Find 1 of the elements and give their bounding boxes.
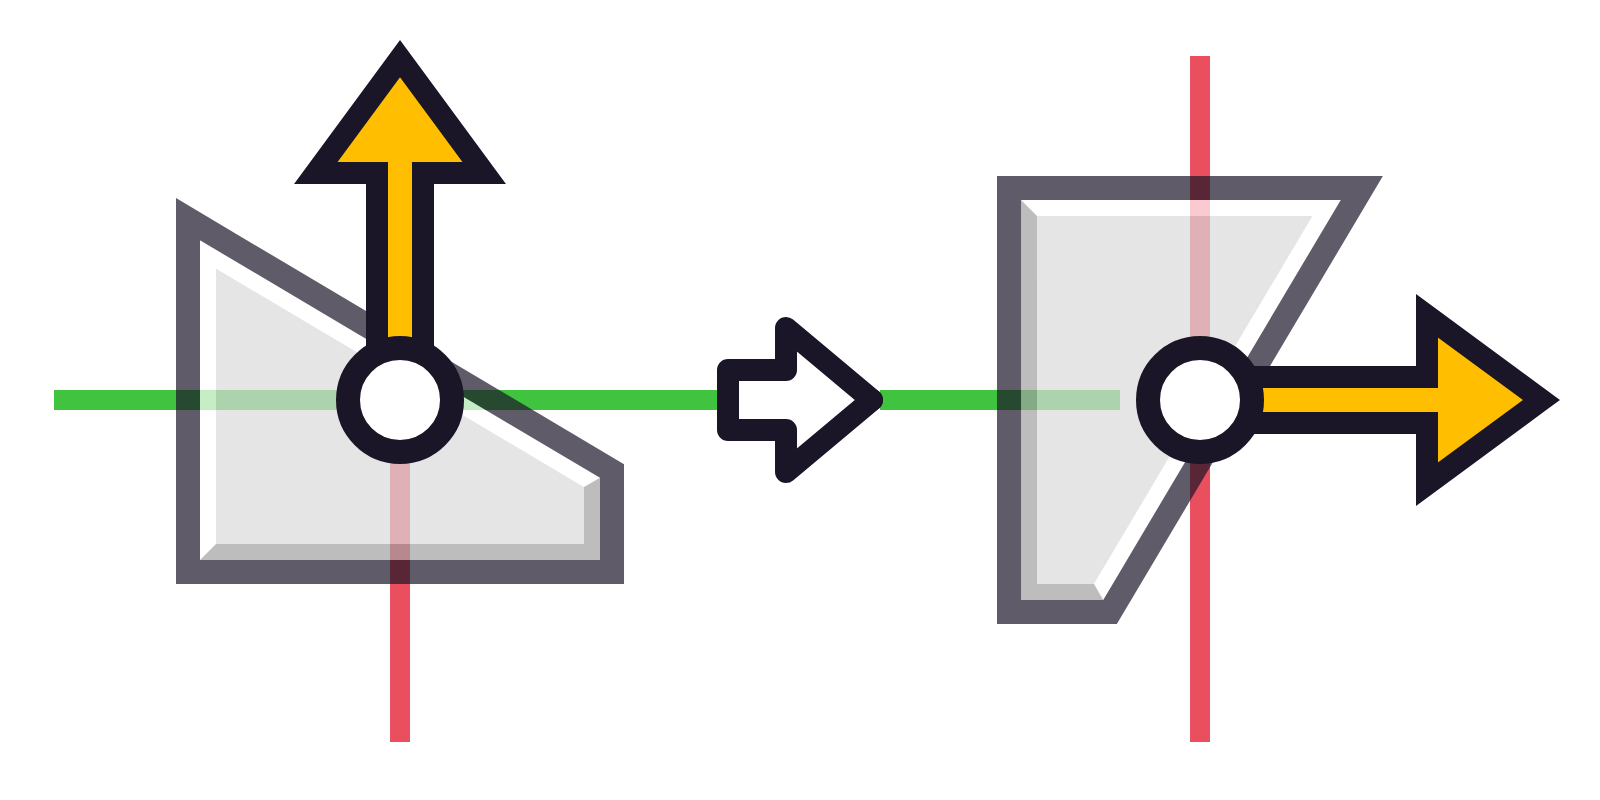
block-arrow (717, 317, 883, 483)
